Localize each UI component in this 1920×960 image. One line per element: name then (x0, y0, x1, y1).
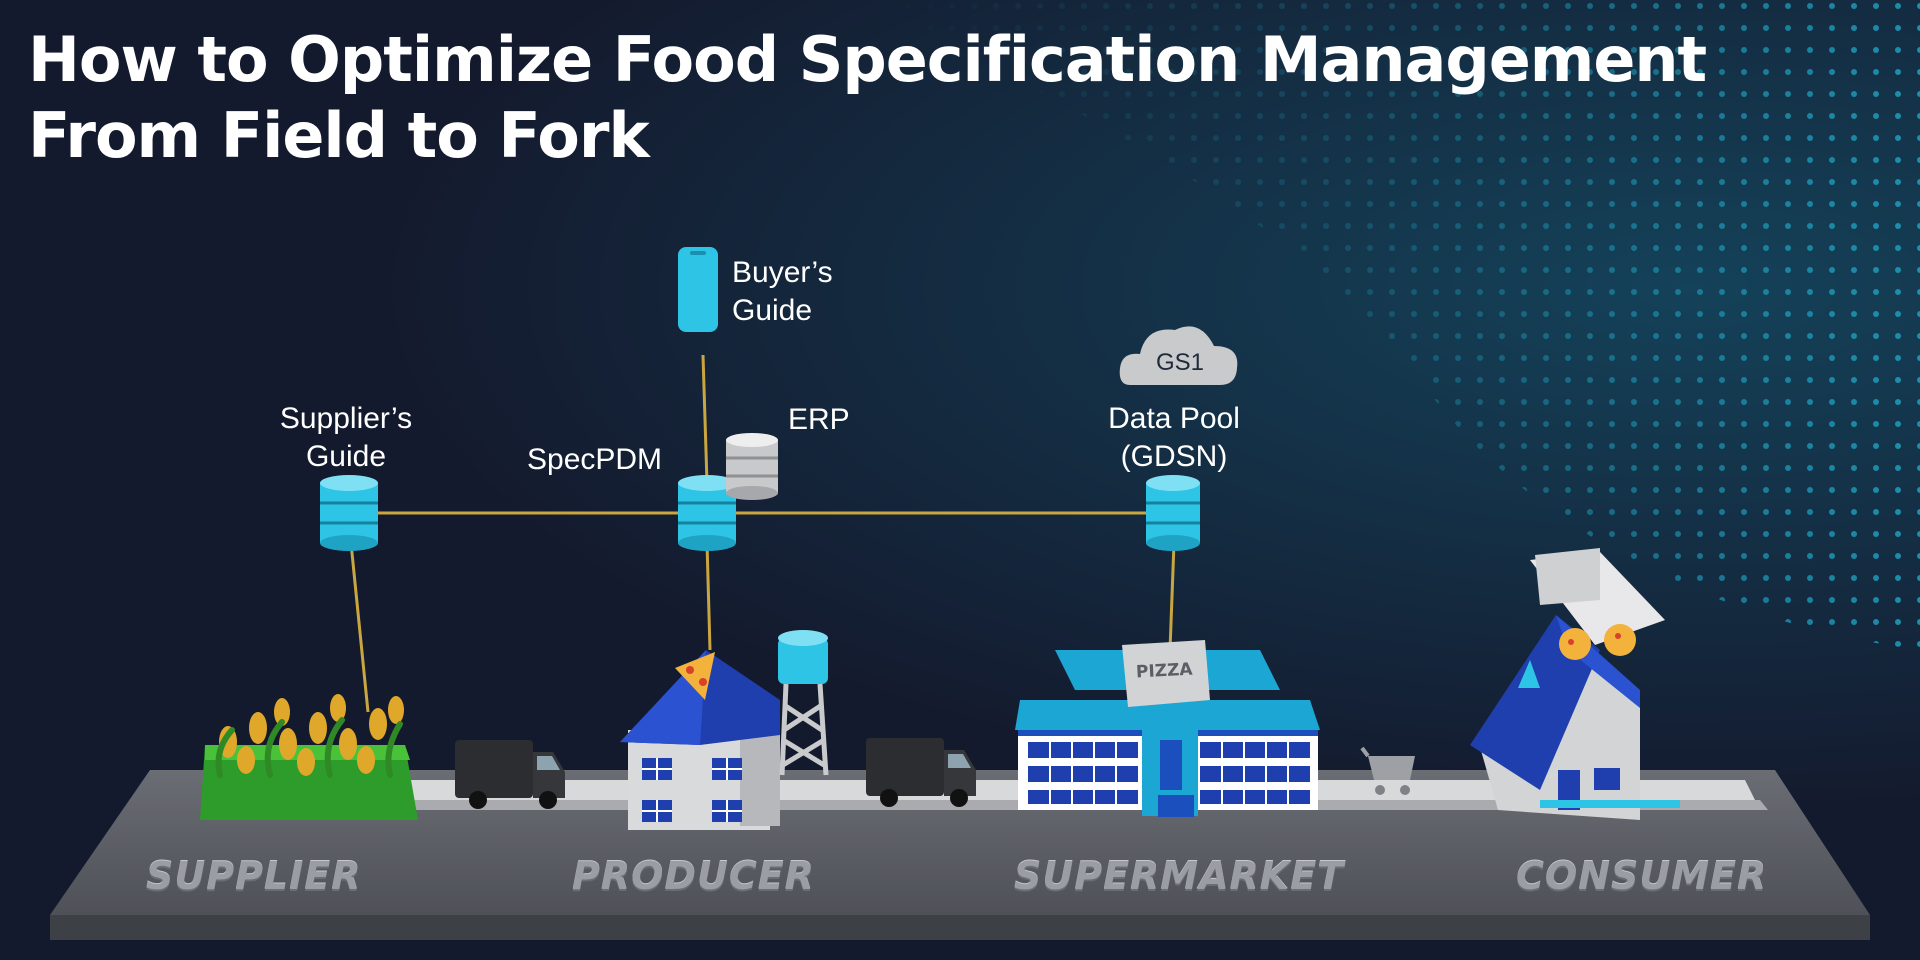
gs1-label: GS1 (1156, 349, 1205, 376)
supermarket-building (1015, 640, 1320, 817)
stage-producer: PRODUCER (572, 854, 815, 898)
data-pool-database-icon (1146, 475, 1200, 551)
page-title: How to Optimize Food Specification Manag… (28, 22, 1908, 174)
erp-database-icon (726, 433, 778, 500)
suppliers-guide-line-2: Guide (305, 440, 387, 473)
buyers-guide-line-1: Buyer’s (732, 256, 833, 289)
suppliers-guide-label: Supplier’s Guide (280, 400, 412, 476)
title-line-2: From Field to Fork (28, 99, 650, 172)
water-tower (778, 630, 829, 776)
data-pool-line-2: (GDSN) (1120, 440, 1228, 473)
phone-icon (678, 247, 718, 332)
dot-wave-pattern (860, 0, 1920, 660)
corn-field (200, 694, 418, 820)
supplier-database-icon (320, 475, 378, 551)
erp-label: ERP (788, 403, 850, 436)
store-sign: PIZZA (1135, 659, 1194, 683)
title-line-1: How to Optimize Food Specification Manag… (28, 23, 1707, 96)
connectors (349, 354, 1176, 713)
cloud-icon (1119, 326, 1238, 385)
stage-supermarket: SUPERMARKET (1014, 854, 1345, 898)
delivery-truck-1 (455, 740, 565, 809)
buyers-guide-line-2: Guide (732, 294, 813, 327)
suppliers-guide-line-1: Supplier’s (279, 402, 413, 435)
delivery-truck-2 (866, 738, 976, 807)
consumer-house (1470, 548, 1680, 820)
stage-consumer: CONSUMER (1516, 854, 1768, 898)
stage-supplier: SUPPLIER (146, 854, 362, 898)
shopping-cart-icon (1360, 746, 1415, 795)
buyers-guide-label: Buyer’s Guide (732, 254, 833, 330)
data-pool-line-1: Data Pool (1108, 402, 1240, 435)
specpdm-label: SpecPDM (527, 443, 663, 476)
specpdm-database-icon (678, 475, 736, 551)
producer-factory (620, 650, 780, 830)
data-pool-label: Data Pool (GDSN) (1108, 400, 1240, 476)
